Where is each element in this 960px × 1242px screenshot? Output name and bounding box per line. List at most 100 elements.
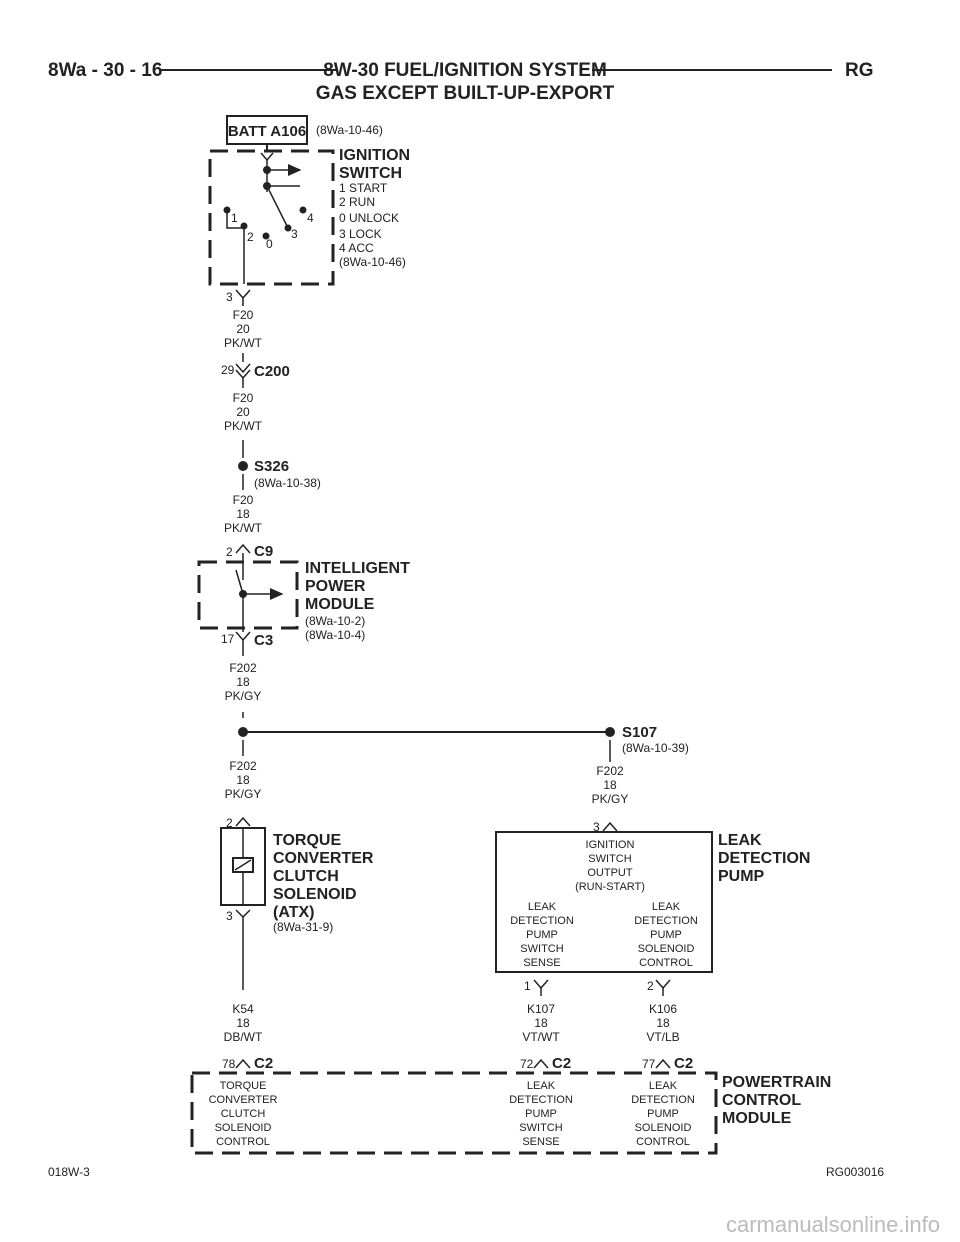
s107-dot	[605, 727, 615, 737]
ipm-c3-pin: 17	[221, 632, 235, 646]
ldp-inner-left-1: LEAK	[528, 901, 557, 913]
ignition-switch-ref: (8Wa-10-46)	[339, 255, 406, 269]
splice-s107: S107 (8Wa-10-39)	[238, 724, 689, 762]
wire-k107-circuit: K107	[527, 1002, 555, 1016]
torque-converter-clutch-solenoid: 2 3 TORQUE CONVERTER CLUTCH SOLENOID (AT…	[220, 816, 374, 990]
wire-f20-3-gauge: 18	[236, 507, 250, 521]
wire-f20-3-color: PK/WT	[224, 521, 263, 535]
tcc-pin-3-terminal	[235, 909, 251, 919]
contact-4-dot	[299, 206, 307, 214]
pcm-78-label-5: CONTROL	[216, 1136, 270, 1148]
pcm-pin-72-conn: C2	[552, 1055, 571, 1072]
pcm-name-2: CONTROL	[722, 1092, 801, 1109]
wire-f20-3-circuit: F20	[233, 493, 254, 507]
ipm-c9-pin: 2	[226, 545, 233, 559]
wire-k106-gauge: 18	[656, 1016, 670, 1030]
page-title: 8W-30 FUEL/IGNITION SYSTEM	[323, 60, 607, 81]
page-footer: 018W-3 RG003016 carmanualsonline.info	[48, 1165, 940, 1237]
contact-1-label: 1	[231, 211, 238, 225]
page-subtitle: GAS EXCEPT BUILT-UP-EXPORT	[316, 83, 615, 104]
ignition-switch-name-2: SWITCH	[339, 165, 402, 182]
c200-name: C200	[254, 363, 290, 380]
pcm-72-label-3: PUMP	[525, 1108, 557, 1120]
ldp-inner-top-1: IGNITION	[586, 839, 635, 851]
contact-3-label: 3	[291, 227, 298, 241]
ipm-ref-2: (8Wa-10-4)	[305, 628, 365, 642]
ignition-switch-outline	[208, 149, 335, 286]
tcc-pin-2-terminal	[235, 816, 251, 827]
pcm-pin-77-conn: C2	[674, 1055, 693, 1072]
tcc-name-4: SOLENOID	[273, 886, 357, 903]
ign-pos-start: 1 START	[339, 181, 388, 195]
tcc-name-2: CONVERTER	[273, 850, 374, 867]
pcm-72-label-4: SWITCH	[519, 1122, 562, 1134]
ignition-switch-name-1: IGNITION	[339, 147, 410, 164]
s326-name: S326	[254, 458, 289, 475]
contact-3-dot	[284, 224, 292, 232]
wire-f202-3-circuit: F202	[596, 764, 624, 778]
s326-ref: (8Wa-10-38)	[254, 476, 321, 490]
battery-label: BATT A106	[228, 123, 306, 140]
wire-f202-1-circuit: F202	[229, 661, 257, 675]
ipm-c3-name: C3	[254, 632, 273, 649]
wire-k54: K54 18 DB/WT	[224, 1002, 263, 1044]
ipm-name-1: INTELLIGENT	[305, 560, 410, 577]
ignition-switch: 1 2 0 3 4 IGNITION SWITCH 1 START 2 RUN …	[208, 147, 410, 286]
tcc-name-5: (ATX)	[273, 904, 314, 921]
wire-f20-1-gauge: 20	[236, 322, 250, 336]
wire-k107: K107 18 VT/WT	[522, 1002, 560, 1044]
wire-f20-2-gauge: 20	[236, 405, 250, 419]
ldp-pin-3-label: 3	[593, 820, 600, 834]
wire-k106: K106 18 VT/LB	[646, 1002, 679, 1044]
pcm-name-1: POWERTRAIN	[722, 1074, 831, 1091]
pcm-78-label-2: CONVERTER	[209, 1094, 278, 1106]
contact-2-label: 2	[247, 230, 254, 244]
s107-name: S107	[622, 724, 657, 741]
ldp-inner-top-3: OUTPUT	[587, 867, 633, 879]
switch-top-terminal	[260, 152, 274, 162]
pcm-77-label-3: PUMP	[647, 1108, 679, 1120]
pcm-pin-77-terminal	[655, 1058, 671, 1069]
pcm-outline	[190, 1071, 718, 1155]
wire-f20-segment-1: 3 F20 20 PK/WT	[224, 289, 263, 362]
s326-dot	[238, 461, 248, 471]
wire-k54-color: DB/WT	[224, 1030, 263, 1044]
pcm-72-label-1: LEAK	[527, 1080, 556, 1092]
pcm-pin-78-label: 78	[222, 1057, 236, 1071]
wire-f202-2-gauge: 18	[236, 773, 250, 787]
ldp-name-1: LEAK	[718, 832, 762, 849]
wire-k107-gauge: 18	[534, 1016, 548, 1030]
ldp-inner-left-5: SENSE	[523, 957, 560, 969]
page-number: 8Wa - 30 - 16	[48, 60, 162, 81]
pcm-77-label-5: CONTROL	[636, 1136, 690, 1148]
wire-k107-color: VT/WT	[522, 1030, 560, 1044]
wire-f202-2-circuit: F202	[229, 759, 257, 773]
ipm-name-3: MODULE	[305, 596, 375, 613]
switch-wiper	[266, 185, 289, 229]
ipm-outline	[197, 560, 299, 630]
ipm-c9-name: C9	[254, 543, 273, 560]
ign-pin-3-label: 3	[226, 290, 233, 304]
ldp-pin-1-label: 1	[524, 979, 531, 993]
wire-f20-1-circuit: F20	[233, 308, 254, 322]
ipm-ref-1: (8Wa-10-2)	[305, 614, 365, 628]
contact-0-dot	[262, 232, 270, 240]
powertrain-control-module: 78 C2 72 C2 77 C2 TORQUE CONVERTER CLUTC…	[190, 1055, 831, 1155]
s107-ref: (8Wa-10-39)	[622, 741, 689, 755]
ipm-name-2: POWER	[305, 578, 366, 595]
wire-f202-3-color: PK/GY	[592, 792, 629, 806]
footer-left-code: 018W-3	[48, 1165, 90, 1179]
tcc-pin-2-label: 2	[226, 816, 233, 830]
contact-0-label: 0	[266, 237, 273, 251]
ldp-body	[495, 831, 713, 973]
wire-f20-segment-2: F20 20 PK/WT	[224, 391, 263, 458]
ldp-pin-3-terminal	[602, 821, 618, 832]
section-code: RG	[845, 60, 874, 81]
ldp-inner-left-3: PUMP	[526, 929, 558, 941]
pcm-78-label-1: TORQUE	[220, 1080, 267, 1092]
ldp-pin-2-label: 2	[647, 979, 654, 993]
ipm-c3-terminal	[235, 631, 251, 642]
wire-f202-segment-1: F202 18 PK/GY	[225, 661, 261, 718]
ipm-c9-terminal	[235, 543, 251, 554]
